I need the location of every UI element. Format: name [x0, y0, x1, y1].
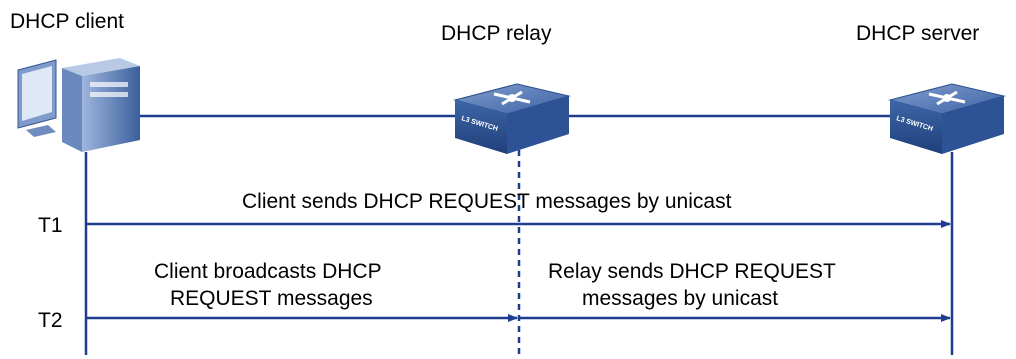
- client-pc-icon: [17, 58, 140, 152]
- t2-client-message-line2: REQUEST messages: [170, 287, 373, 310]
- t1-message-label: Client sends DHCP REQUEST messages by un…: [242, 190, 732, 213]
- relay-label: DHCP relay: [441, 22, 552, 45]
- relay-switch-icon: L3 SWITCH: [453, 83, 571, 154]
- t2-client-message-line1: Client broadcasts DHCP: [154, 260, 382, 283]
- t2-relay-message-line2: messages by unicast: [582, 287, 778, 310]
- client-label: DHCP client: [10, 10, 124, 33]
- t2-relay-message-line1: Relay sends DHCP REQUEST: [548, 260, 836, 283]
- time-t1-label: T1: [38, 214, 63, 237]
- server-label: DHCP server: [856, 22, 979, 45]
- time-t2-label: T2: [38, 309, 63, 332]
- server-switch-icon: L3 SWITCH: [888, 83, 1006, 154]
